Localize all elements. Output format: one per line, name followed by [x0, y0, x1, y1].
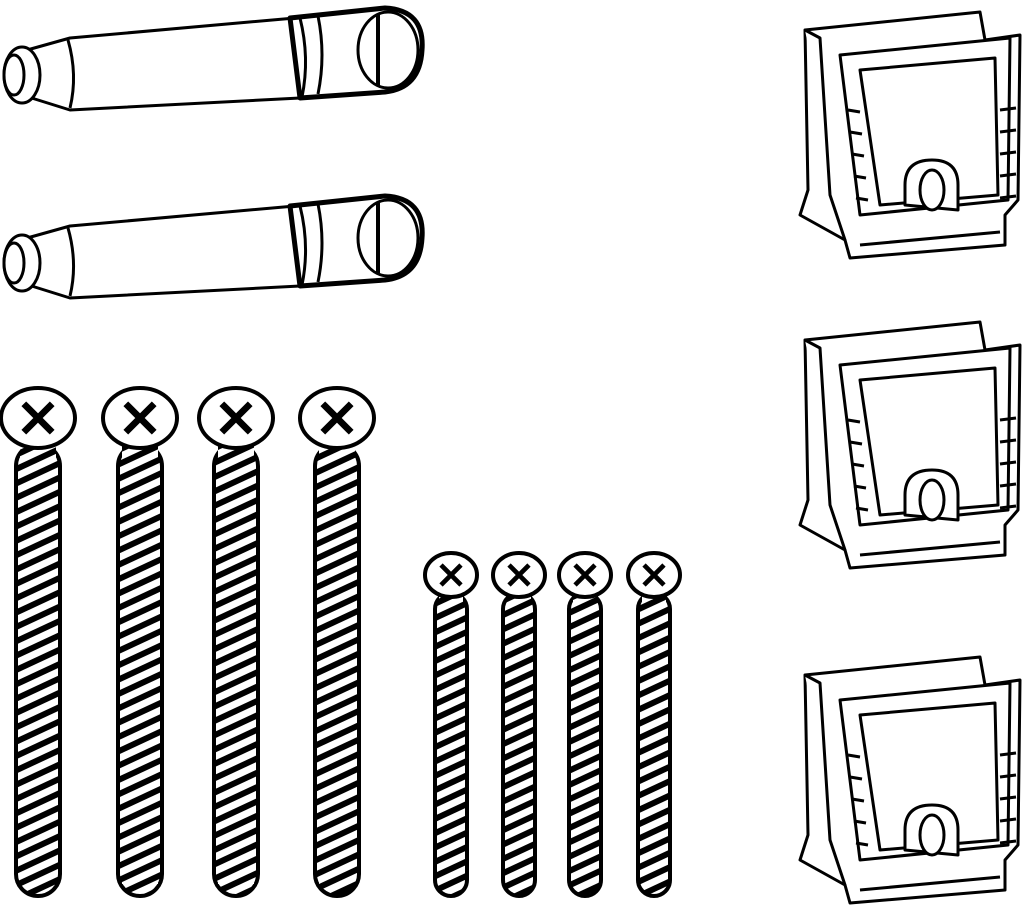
long-screw-group — [0, 386, 376, 898]
pin-head-edge — [298, 205, 308, 286]
phillips-cross-icon — [21, 401, 55, 435]
clip — [798, 10, 1022, 260]
clip-ridge — [847, 753, 861, 759]
pin-head-edge — [298, 17, 308, 98]
clip-ridge — [849, 130, 863, 136]
screw-thread — [642, 593, 666, 884]
clip-side — [804, 673, 847, 886]
clip-ridge — [999, 773, 1017, 779]
screw-thread — [20, 444, 56, 884]
long-screw — [298, 386, 376, 898]
pin-shaft — [18, 16, 302, 112]
clip-ridge — [855, 506, 869, 512]
pin-tip-end — [2, 53, 26, 97]
clip-front-plate — [858, 701, 1000, 852]
screw-thread — [573, 593, 597, 884]
phillips-cross-icon — [123, 401, 157, 435]
clip-ridge — [849, 775, 863, 781]
phillips-cross-icon — [642, 563, 666, 587]
clip-hole — [918, 168, 946, 212]
clip-ridge — [849, 440, 863, 446]
clip-ridge — [853, 819, 867, 825]
clip — [798, 320, 1022, 570]
clip-base-line — [859, 230, 1001, 247]
clip-ridge — [999, 106, 1017, 112]
clip-ridge — [851, 152, 865, 158]
clip-side — [804, 28, 847, 241]
clip-hole — [918, 478, 946, 522]
clip — [798, 655, 1022, 905]
pin-group — [2, 5, 425, 300]
short-screw — [423, 551, 479, 898]
short-screw — [626, 551, 682, 898]
clip-ridge — [999, 460, 1017, 466]
pin-edge — [66, 227, 76, 297]
screw-thread — [122, 444, 158, 884]
clip-ridge — [999, 194, 1017, 200]
pin-shaft — [18, 204, 302, 300]
clip-ridge — [999, 128, 1017, 134]
clip-base-line — [859, 540, 1001, 557]
clip-ridge — [999, 172, 1017, 178]
short-screw — [491, 551, 547, 898]
phillips-cross-icon — [439, 563, 463, 587]
long-screw — [0, 386, 77, 898]
screw-thread — [439, 593, 463, 884]
short-screw — [557, 551, 613, 898]
clip-ridge — [853, 484, 867, 490]
clip-ridge — [851, 797, 865, 803]
clip-ridge — [999, 751, 1017, 757]
clip-ridge — [999, 482, 1017, 488]
screw-thread — [319, 444, 355, 884]
clip-ridge — [999, 150, 1017, 156]
clip-ridge — [999, 416, 1017, 422]
clip-ridge — [847, 418, 861, 424]
clip-ridge — [999, 438, 1017, 444]
clip-side — [804, 338, 847, 551]
pin-slot-face — [356, 198, 420, 278]
pin-slot-face — [356, 10, 420, 90]
clip-base-line — [859, 875, 1001, 892]
pin-head-edge — [316, 203, 324, 283]
clip-group — [798, 10, 1022, 905]
clip-ridge — [855, 841, 869, 847]
clip-ridge — [999, 839, 1017, 845]
clip-ridge — [851, 462, 865, 468]
clip-ridge — [999, 504, 1017, 510]
pin-tip-end — [2, 241, 26, 285]
pin — [2, 5, 425, 112]
pin-edge — [66, 39, 76, 109]
screw-thread — [218, 444, 254, 884]
phillips-cross-icon — [507, 563, 531, 587]
clip-ridge — [853, 174, 867, 180]
short-screw-group — [423, 551, 682, 898]
clip-ridge — [847, 108, 861, 114]
phillips-cross-icon — [573, 563, 597, 587]
long-screw — [197, 386, 275, 898]
clip-ridge — [999, 817, 1017, 823]
clip-ridge — [855, 196, 869, 202]
screw-thread — [507, 593, 531, 884]
phillips-cross-icon — [320, 401, 354, 435]
clip-front-plate — [858, 56, 1000, 207]
phillips-cross-icon — [219, 401, 253, 435]
pin — [2, 193, 425, 300]
clip-ridge — [999, 795, 1017, 801]
clip-hole — [918, 813, 946, 857]
long-screw — [101, 386, 179, 898]
clip-front-plate — [858, 366, 1000, 517]
pin-head-edge — [316, 15, 324, 95]
